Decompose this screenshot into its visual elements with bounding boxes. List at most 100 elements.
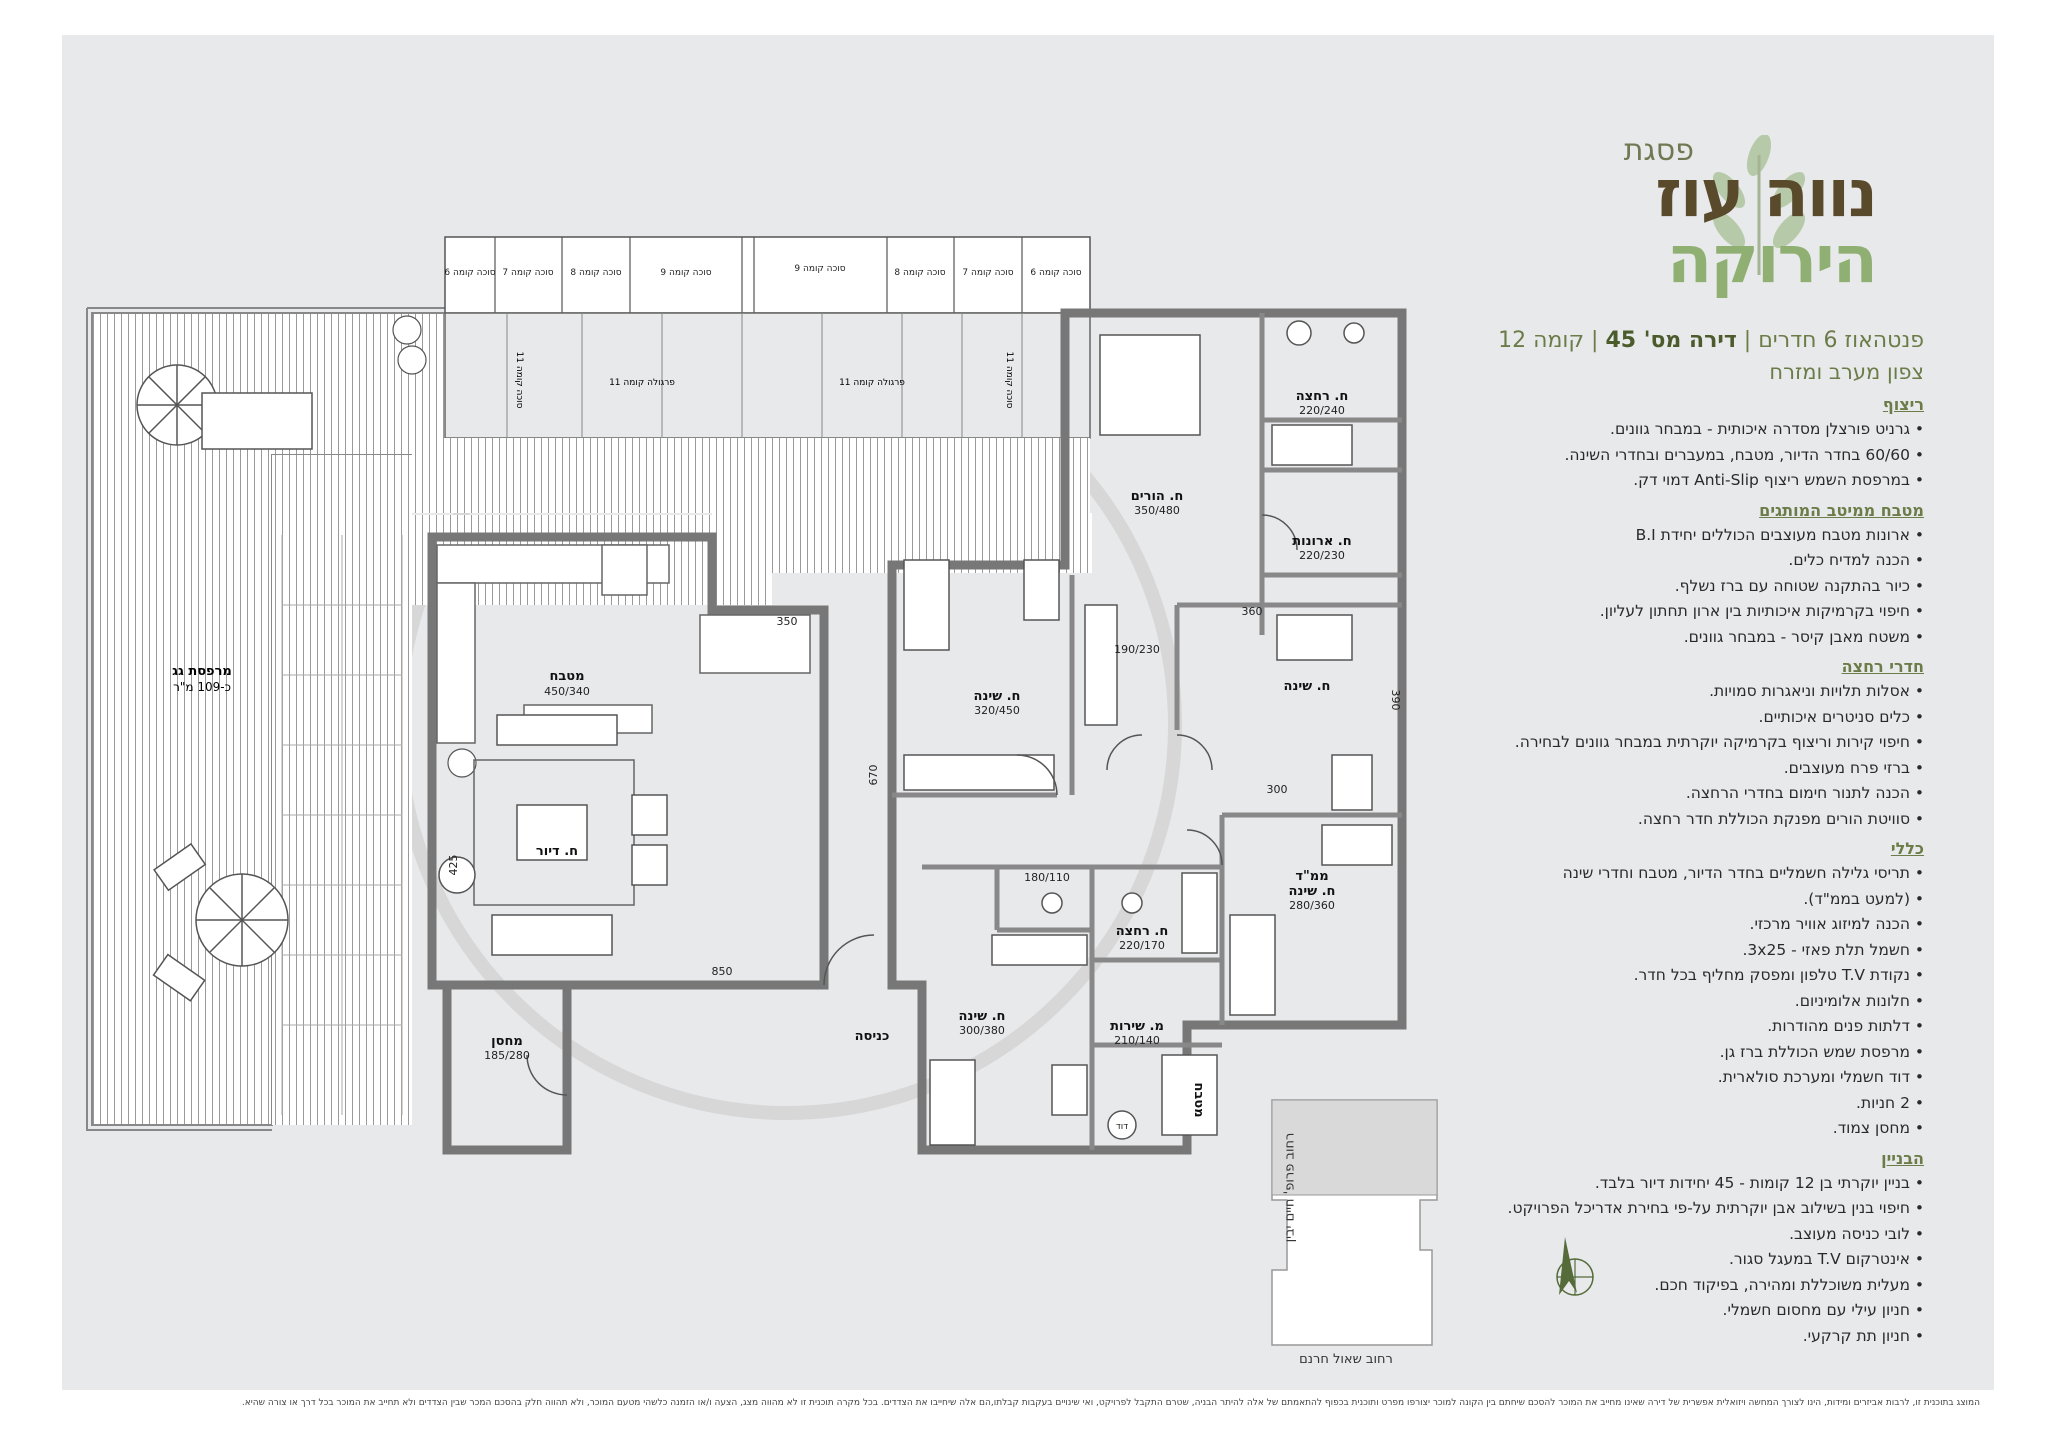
spec-item: משטח מאבן קיסר - במבחר גוונים.: [1384, 625, 1924, 651]
coffee-table: [516, 804, 588, 861]
svg-text:סוכה קומה 6: סוכה קומה 6: [1030, 268, 1081, 278]
spec-sections: ריצוף גרניט פורצלן מסדרה איכותית - במבחר …: [1384, 393, 1924, 1349]
spec-item: תריסי גלילה חשמליים בחדר הדיור, מטבח וחד…: [1384, 861, 1924, 887]
plant-icon: [392, 315, 477, 778]
spec-item: ארונות מטבח מעוצבים הכוללים יחידת B.I: [1384, 523, 1924, 549]
spec-item: חיפוי קירות וריצוף בקרמיקה יוקרתית במבחר…: [1384, 730, 1924, 756]
svg-text:כ-109 מ"ר: כ-109 מ"ר: [173, 680, 231, 694]
svg-text:185/280: 185/280: [484, 1049, 530, 1062]
spec-item: 2 חניות.: [1384, 1091, 1924, 1117]
svg-text:ח. שינה: ח. שינה: [1284, 679, 1331, 694]
bed: [1099, 334, 1201, 436]
plan-sheet: מרפסת גג כ-109 מ"ר סוכה קומה 6 סוכה קומה…: [62, 35, 1994, 1390]
spec-section-title: חדרי רחצה: [1841, 657, 1924, 676]
spec-item: סוויטת הורים מפנקת הכוללת חדר רחצה.: [1384, 807, 1924, 833]
spec-item: אסלות תלויות וניאגרות סמויות.: [1384, 679, 1924, 705]
spec-item: חניון תת קרקעי.: [1384, 1324, 1924, 1350]
toilet-icon: [1041, 892, 1063, 914]
bed: [903, 559, 950, 651]
umbrella-icon: [195, 873, 289, 967]
svg-text:300/380: 300/380: [959, 1024, 1005, 1037]
armchair: [631, 844, 668, 886]
spec-item: הכנה למיזוג אוויר מרכזי.: [1384, 912, 1924, 938]
svg-text:425: 425: [447, 855, 460, 876]
spec-section-title: הבניין: [1881, 1148, 1924, 1168]
bed: [929, 1059, 976, 1146]
svg-text:220/230: 220/230: [1299, 549, 1345, 562]
toilet-icon: [1121, 892, 1143, 914]
sink-icon: [1286, 320, 1312, 346]
spec-section-title: מטבח ממיטב המותגים: [1759, 500, 1924, 520]
wardrobe: [991, 934, 1088, 966]
spec-item: במרפסת השמש ריצוף Anti-Slip דמוי דק.: [1384, 468, 1924, 494]
spec-item: חיפוי בנין בשילוב אבן יוקרתית על-פי בחיר…: [1384, 1196, 1924, 1222]
svg-text:סוכה קומה 7: סוכה קומה 7: [962, 268, 1013, 278]
kitchen-counters: [436, 544, 670, 744]
svg-text:180/110: 180/110: [1024, 871, 1070, 884]
door-swings: [526, 514, 1298, 1096]
spec-item: הכנה למדיח כלים.: [1384, 548, 1924, 574]
svg-text:סוכה קומה 8: סוכה קומה 8: [894, 268, 945, 278]
svg-text:ח. ארונות: ח. ארונות: [1292, 534, 1351, 549]
olive-branch-icon: [1712, 135, 1806, 275]
svg-text:סוכה קומה 9: סוכה קומה 9: [660, 268, 711, 278]
svg-text:ח. הורים: ח. הורים: [1131, 489, 1184, 504]
desk: [1331, 754, 1373, 811]
svg-text:מטבח: מטבח: [1191, 1082, 1206, 1117]
svg-text:ח. דיור: ח. דיור: [536, 844, 578, 859]
deck-grid: [281, 535, 403, 1115]
spec-list: גרניט פורצלן מסדרה איכותית - במבחר גווני…: [1384, 417, 1924, 494]
apartment-direction: צפון מערב ומזרח: [1769, 360, 1924, 384]
spec-item: בניין יוקרתי בן 12 קומות - 45 יחידות דיו…: [1384, 1171, 1924, 1197]
roof-terrace-label: מרפסת גג: [172, 664, 232, 679]
wardrobe: [903, 754, 1055, 791]
svg-text:כניסה: כניסה: [855, 1029, 890, 1044]
living-kitchen-walls: [427, 532, 829, 990]
svg-text:פרגולה קומה 11: פרגולה קומה 11: [839, 378, 905, 388]
svg-text:ממ"ד: ממ"ד: [1295, 869, 1328, 884]
sofa: [491, 914, 613, 956]
spec-item: חניון עילי עם מחסום חשמלי.: [1384, 1298, 1924, 1324]
spec-item: חשמל תלת פאזי - 3x25.: [1384, 938, 1924, 964]
svg-text:670: 670: [867, 765, 880, 786]
outdoor-table: [201, 392, 313, 450]
street-label-side: רחוב פרופ' חיים יבין: [1282, 1132, 1298, 1243]
wardrobe: [1084, 604, 1118, 726]
bed: [1229, 914, 1276, 1016]
dining-table: [699, 614, 811, 674]
svg-text:ח. רחצה: ח. רחצה: [1296, 389, 1349, 404]
spec-item: דוד חשמלי ומערכת סולארית.: [1384, 1065, 1924, 1091]
spec-item: כלים סניטרים איכותיים.: [1384, 705, 1924, 731]
wardrobe: [1321, 824, 1393, 866]
spec-section-title: ריצוף: [1882, 395, 1924, 414]
tv-unit: [496, 714, 618, 746]
svg-text:210/140: 210/140: [1114, 1034, 1160, 1047]
svg-text:320/450: 320/450: [974, 704, 1020, 717]
svg-text:280/360: 280/360: [1289, 899, 1335, 912]
spec-item: דלתות פנים מהודרות.: [1384, 1014, 1924, 1040]
spec-item: מעלית משוכללת ומהירה, בפיקוד חכם.: [1384, 1273, 1924, 1299]
spec-list: בניין יוקרתי בן 12 קומות - 45 יחידות דיו…: [1384, 1171, 1924, 1350]
toilet-icon: [1343, 322, 1365, 344]
north-arrow-icon: [1556, 1237, 1594, 1296]
apartment-info-panel: פנטהאוז 6 חדרים | דירה מס' 45 | קומה 12 …: [1384, 325, 1924, 1349]
spec-item: חיפוי בקרמיקות איכותיות בין ארון תחתון ל…: [1384, 599, 1924, 625]
svg-text:סוכה קומה 9: סוכה קומה 9: [794, 264, 845, 274]
svg-text:סוכה קומה 8: סוכה קומה 8: [570, 268, 621, 278]
desk: [1051, 1064, 1088, 1116]
svg-text:פרגולה קומה 11: פרגולה קומה 11: [609, 378, 675, 388]
sun-lounger-icon: [152, 842, 207, 1002]
spec-list: ארונות מטבח מעוצבים הכוללים יחידת B.Iהכנ…: [1384, 523, 1924, 651]
spec-item: (למעט בממ"ד).: [1384, 887, 1924, 913]
apartment-header: פנטהאוז 6 חדרים | דירה מס' 45 | קומה 12: [1498, 328, 1924, 353]
storage-walls: [442, 980, 572, 1155]
svg-text:ח. שינה: ח. שינה: [1289, 884, 1336, 899]
spec-list: אסלות תלויות וניאגרות סמויות.כלים סניטרי…: [1384, 679, 1924, 832]
svg-text:350/480: 350/480: [1134, 504, 1180, 517]
svg-text:סוכה קומה 6: סוכה קומה 6: [444, 268, 495, 278]
svg-text:ח. שינה: ח. שינה: [974, 689, 1021, 704]
svg-text:סוכה קומה 7: סוכה קומה 7: [502, 268, 553, 278]
spec-section-title: כללי: [1890, 839, 1924, 858]
bathtub: [1181, 872, 1218, 954]
svg-text:ח. רחצה: ח. רחצה: [1116, 924, 1169, 939]
